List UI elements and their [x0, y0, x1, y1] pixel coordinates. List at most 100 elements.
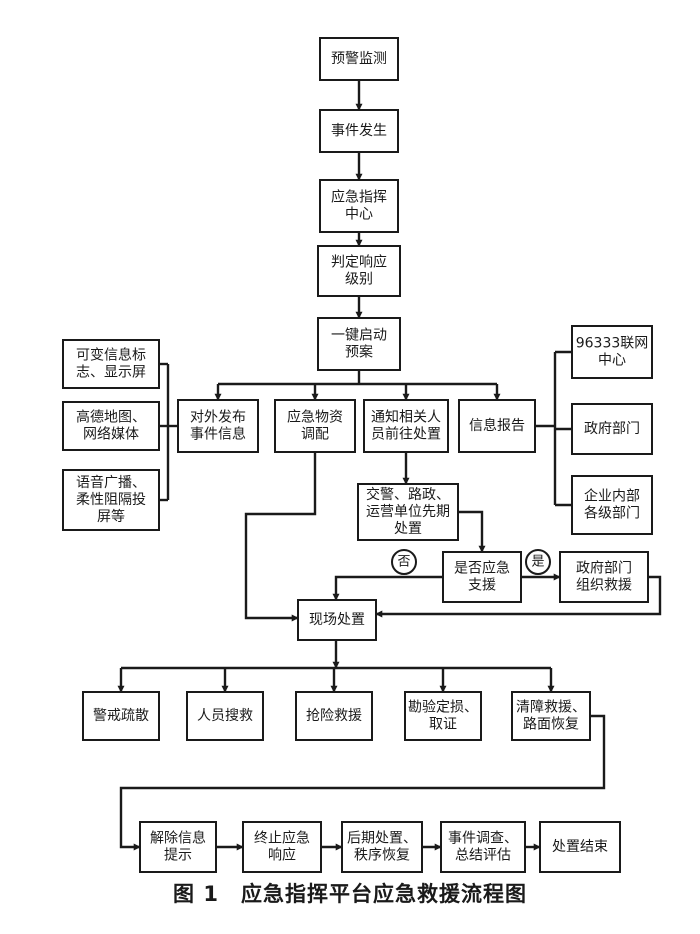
node-box: [295, 691, 373, 741]
node-label: 员前往处置: [371, 426, 441, 443]
node-box: [317, 245, 401, 297]
info-report-node: 信息报告: [458, 399, 536, 453]
incident-review-node: 事件调查、总结评估: [440, 821, 526, 873]
node-label: 96333联网: [576, 336, 649, 352]
flow-connectors: [117, 80, 662, 851]
figure-caption: 图 1 应急指挥平台应急救援流程图: [173, 882, 527, 906]
node-box: [62, 401, 160, 451]
disposal-end-node: 处置结束: [539, 821, 621, 873]
node-label: 路面恢复: [523, 716, 579, 733]
node-box: [242, 821, 322, 873]
investigation-evidence-node: 勘验定损、取证: [404, 691, 482, 741]
node-label: 预警监测: [331, 51, 387, 67]
node-box: [363, 399, 449, 453]
node-label: 人员搜救: [197, 708, 253, 724]
connector-22: [244, 452, 317, 622]
node-box: [511, 691, 591, 741]
node-label: 清障救援、: [516, 700, 586, 716]
node-label: 志、显示屏: [76, 365, 146, 381]
clearance-recovery-node: 清障救援、路面恢复: [511, 691, 591, 741]
node-label: 政府部门: [584, 421, 640, 437]
connector-21: [458, 510, 486, 553]
incident-occurs-node: 事件发生: [319, 109, 399, 153]
node-label: 预案: [345, 344, 373, 361]
node-box: [319, 37, 399, 81]
branch-label-circle: [525, 549, 551, 575]
decision-branch-labels: 否是: [391, 549, 551, 575]
connector-23: [332, 575, 443, 601]
node-label: 支援: [468, 578, 496, 594]
node-label: 级别: [345, 272, 373, 288]
node-box: [458, 399, 536, 453]
node-label: 语音广播、: [76, 474, 146, 491]
node-box: [571, 475, 653, 535]
emergency-repair-node: 抢险救援: [295, 691, 373, 741]
flow-nodes: 预警监测事件发生应急指挥中心判定响应级别一键启动预案可变信息标志、显示屏高德地图…: [62, 37, 653, 873]
node-box: [62, 339, 160, 389]
node-box: [139, 821, 217, 873]
node-label: 柔性阻隔投: [76, 492, 146, 508]
node-box: [317, 317, 401, 371]
node-label: 警戒疏散: [93, 708, 149, 724]
node-label: 各级部门: [584, 506, 640, 522]
node-box: [177, 399, 259, 453]
node-box: [341, 821, 423, 873]
node-label: 解除信息: [150, 830, 206, 847]
node-box: [82, 691, 160, 741]
node-label: 中心: [345, 207, 373, 223]
node-label: 运营单位先期: [366, 504, 450, 520]
node-box: [186, 691, 264, 741]
node-label: 提示: [164, 848, 192, 864]
government-dept-node: 政府部门: [571, 403, 653, 455]
node-box: [357, 483, 459, 541]
node-label: 是否应急: [454, 560, 510, 577]
node-label: 事件发生: [331, 123, 387, 139]
connector-33: [119, 714, 606, 851]
node-label: 屏等: [97, 508, 125, 525]
warning-monitoring-node: 预警监测: [319, 37, 399, 81]
node-label: 现场处置: [309, 612, 365, 628]
node-label: 事件调查、: [448, 831, 518, 847]
node-box: [442, 551, 522, 603]
node-box: [571, 325, 653, 379]
node-label: 总结评估: [455, 848, 511, 864]
node-box: [571, 403, 653, 455]
cordon-evacuation-node: 警戒疏散: [82, 691, 160, 741]
node-label: 事件信息: [190, 426, 246, 443]
node-label: 通知相关人: [371, 409, 441, 426]
node-label: 企业内部: [584, 488, 640, 505]
node-label: 中心: [598, 353, 626, 369]
node-box: [297, 599, 377, 641]
node-label: 网络媒体: [83, 427, 139, 443]
yes-branch-label: 是: [525, 549, 551, 575]
node-box: [319, 109, 399, 153]
node-box: [559, 551, 649, 603]
node-label: 调配: [301, 427, 329, 443]
node-box: [440, 821, 526, 873]
map-media-node: 高德地图、网络媒体: [62, 401, 160, 451]
node-label: 抢险救援: [306, 707, 362, 724]
branch-label-text: 是: [531, 555, 544, 570]
node-label: 对外发布: [190, 410, 246, 426]
search-rescue-node: 人员搜救: [186, 691, 264, 741]
node-box: [319, 179, 399, 233]
node-label: 信息报告: [469, 417, 525, 434]
node-label: 处置结束: [552, 839, 608, 855]
node-box: [404, 691, 482, 741]
branch-label-circle: [391, 549, 417, 575]
node-label: 取证: [429, 717, 457, 733]
node-label: 应急指挥: [331, 189, 387, 206]
